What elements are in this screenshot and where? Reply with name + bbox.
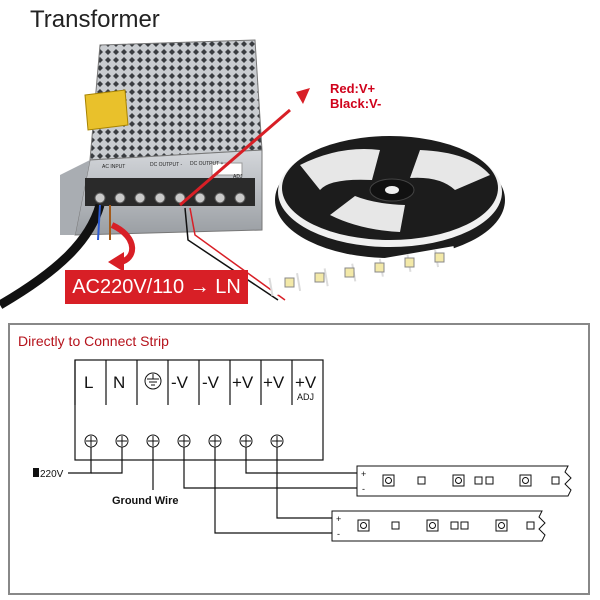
wire-arrow (179, 108, 291, 207)
product-photo-section: AC INPUT DC OUTPUT - DC OUTPUT + ADJ (0, 6, 505, 309)
psu-label-dc2: DC OUTPUT + (190, 161, 223, 167)
ground-icon (144, 372, 162, 390)
led-strip (268, 246, 457, 296)
terminal-label-n: N (113, 373, 125, 392)
screw-terminals (84, 434, 284, 448)
wire-label-red: Red:V+ (330, 81, 376, 96)
psu-label-ac: AC INPUT (102, 164, 125, 170)
ground-wire-label: Ground Wire (112, 495, 179, 507)
terminal-label-neg-v-2: -V (202, 373, 220, 392)
ac-input-callout: AC220V/110 → LN (65, 270, 248, 304)
terminal-label-neg-v-1: -V (171, 373, 189, 392)
input-voltage-label: 220V (40, 469, 64, 480)
wires (68, 447, 357, 534)
wiring-diagram: L N -V -V +V +V +V ADJ 220 (33, 359, 572, 542)
wire-label-black: Black:V- (330, 96, 381, 111)
terminal-label-pos-v-2: +V (263, 373, 285, 392)
strip-1-plus: + (361, 469, 366, 479)
terminal-label-pos-v-3: +V (295, 373, 317, 392)
psu-label-dc1: DC OUTPUT - (150, 162, 182, 168)
strip-2-plus: + (336, 514, 341, 524)
diagram-title: Directly to Connect Strip (18, 333, 169, 349)
terminal-label-l: L (84, 373, 93, 392)
power-cable (0, 203, 105, 309)
led-reel (275, 136, 505, 258)
product-illustration: AC INPUT DC OUTPUT - DC OUTPUT + ADJ (0, 39, 505, 309)
led-strip-2 (331, 510, 546, 542)
strip-2-minus: - (337, 529, 340, 539)
psu-label-adj: ADJ (233, 174, 243, 180)
plug-icon (33, 468, 39, 477)
led-strip-1 (356, 465, 572, 497)
terminal-label-adj: ADJ (297, 392, 314, 402)
strip-1-minus: - (362, 484, 365, 494)
page-title: Transformer (30, 6, 160, 33)
power-supply (60, 39, 263, 236)
terminal-label-pos-v-1: +V (232, 373, 254, 392)
